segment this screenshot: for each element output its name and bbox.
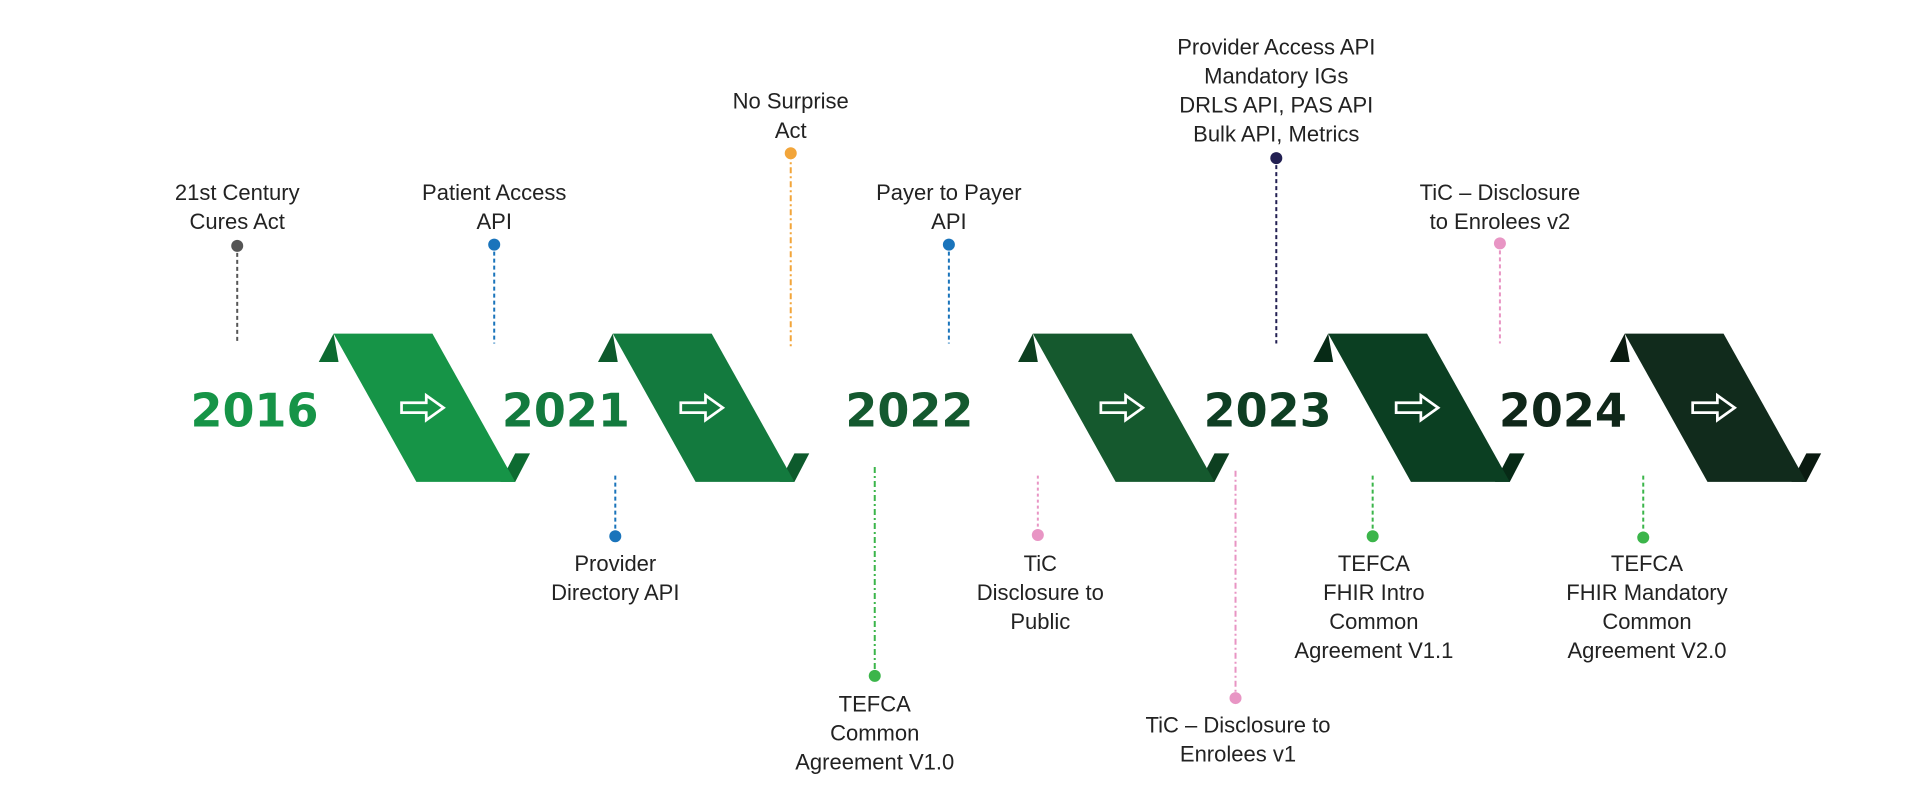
event-label-line: to Enrolees v2 <box>1430 209 1571 234</box>
event-label-line: TiC <box>1024 551 1058 576</box>
ribbon-body <box>612 333 795 482</box>
event-label-line: Provider <box>574 551 656 576</box>
ribbon-2016 <box>318 333 531 482</box>
event-dot <box>1031 528 1044 541</box>
event-dot <box>942 238 955 251</box>
ribbon-body <box>1624 333 1807 482</box>
event-dot <box>784 147 797 160</box>
event-dot <box>1637 531 1650 544</box>
event-below: TiC – Disclosure to Enrolees v1 <box>1145 470 1331 767</box>
right-arrow-outline-icon <box>1099 392 1146 423</box>
event-label-line: TiC – Disclosure to <box>1145 713 1330 738</box>
year-label-2023: 2023 <box>1204 383 1332 437</box>
event-label-line: Mandatory IGs <box>1204 63 1348 88</box>
event-dot <box>1493 237 1506 250</box>
ribbons <box>318 333 1822 482</box>
ribbon-fold-top <box>1018 333 1038 363</box>
event-label-line: API <box>931 209 966 234</box>
event-label-line: Public <box>1010 609 1070 634</box>
event-label-line: Patient Access <box>422 180 566 205</box>
ribbon-2022 <box>1018 333 1230 482</box>
event-label-line: Bulk API, Metrics <box>1193 121 1359 146</box>
event-dot <box>868 669 881 682</box>
event-label-line: TEFCA <box>1611 551 1683 576</box>
event-label-line: Common <box>1329 609 1418 634</box>
event-label-line: FHIR Intro <box>1323 580 1424 605</box>
right-arrow-outline-icon <box>1691 392 1738 423</box>
right-arrow-outline-icon <box>1394 392 1441 423</box>
ribbon-fold-top <box>1609 333 1630 363</box>
event-label: TiC – Disclosure to Enrolees v2 <box>1420 180 1581 234</box>
event-label-line: Disclosure to <box>977 580 1104 605</box>
event-label: TiC – Disclosure to Enrolees v1 <box>1145 713 1330 767</box>
event-label-line: Agreement V2.0 <box>1567 638 1726 663</box>
ribbon-2023 <box>1313 333 1525 482</box>
event-dot <box>1270 152 1283 165</box>
event-label-line: 21st Century <box>175 180 300 205</box>
ribbon-fold-top <box>597 333 618 363</box>
year-label-2024: 2024 <box>1499 383 1627 437</box>
event-label-line: FHIR Mandatory <box>1566 580 1727 605</box>
right-arrow-outline-icon <box>400 392 446 423</box>
ribbon-body <box>1032 333 1215 482</box>
event-label-line: Enrolees v1 <box>1180 742 1296 767</box>
event-dot <box>488 238 501 251</box>
event-label-line: Provider Access API <box>1177 34 1375 59</box>
event-dot <box>1366 530 1379 543</box>
year-label-2022: 2022 <box>845 383 973 437</box>
event-dot <box>1229 692 1242 705</box>
event-label-line: Common <box>830 721 919 746</box>
ribbon-fold-top <box>1313 333 1334 363</box>
event-label: TiC Disclosure to Public <box>977 551 1104 634</box>
ribbon-body <box>333 333 516 482</box>
event-label-line: TEFCA <box>1338 551 1410 576</box>
year-label-2021: 2021 <box>502 383 630 437</box>
event-label-line: DRLS API, PAS API <box>1179 92 1373 117</box>
event-label-line: TEFCA <box>839 692 911 717</box>
year-label-2016: 2016 <box>191 383 319 437</box>
ribbon-2021 <box>597 333 810 482</box>
event-label-line: TiC – Disclosure <box>1420 180 1581 205</box>
ribbon-2024 <box>1609 333 1822 482</box>
event-dot <box>609 530 622 543</box>
ribbon-fold-top <box>318 333 339 363</box>
right-arrow-outline-icon <box>679 392 726 423</box>
event-label-line: Directory API <box>551 580 679 605</box>
event-label-line: Agreement V1.1 <box>1294 638 1453 663</box>
event-dot <box>231 239 244 252</box>
event-label-line: Common <box>1602 609 1691 634</box>
year-labels: 2016 2021 2022 2023 2024 <box>191 383 1627 437</box>
event-label-line: Cures Act <box>190 209 285 234</box>
event-above: TiC – Disclosure to Enrolees v2 <box>1420 180 1581 344</box>
event-label-line: No Surprise <box>733 89 849 114</box>
event-label-line: Act <box>775 118 807 143</box>
ribbon-body <box>1328 333 1510 482</box>
event-label-line: API <box>476 209 511 234</box>
event-label-line: Agreement V1.0 <box>795 750 954 775</box>
event-label-line: Payer to Payer <box>876 180 1022 205</box>
event-below: TiC Disclosure to Public <box>977 475 1104 634</box>
